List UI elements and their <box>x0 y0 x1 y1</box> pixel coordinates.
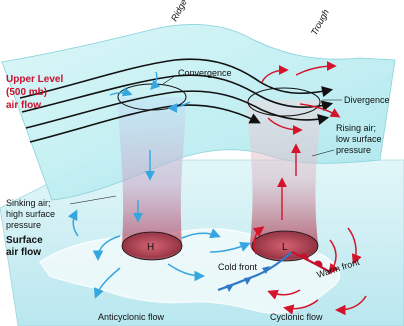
semicircle-icon <box>300 253 309 260</box>
cold-front <box>217 251 293 292</box>
rising-air-line2: low surface <box>336 134 382 144</box>
high-pressure-column <box>117 83 187 261</box>
rising-air-line1: Rising air; <box>336 123 376 133</box>
ridge-label: Ridge <box>169 0 189 23</box>
rising-air-line3: pressure <box>336 145 371 155</box>
surface-air-flow-line2: air flow <box>6 247 41 258</box>
leader-lines <box>69 75 342 205</box>
divergence-label: Divergence <box>344 95 390 105</box>
triangle-icon <box>244 277 252 285</box>
low-pressure-column <box>246 87 322 262</box>
vertical-motion-arrows <box>133 143 301 223</box>
semicircle-icon <box>314 260 323 267</box>
sinking-air-line2: high surface <box>6 209 55 219</box>
convergence-label: Convergence <box>178 68 232 78</box>
trough-label: Trough <box>309 8 331 37</box>
cyclonic-flow-label: Cyclonic flow <box>270 312 323 322</box>
cyclonic-arrows <box>252 226 367 316</box>
triangle-icon <box>262 266 270 274</box>
surface-air-flow-line1: Surface <box>6 235 43 246</box>
anticyclonic-flow-label: Anticyclonic flow <box>98 312 165 322</box>
sinking-air-line3: pressure <box>6 220 41 230</box>
sinking-air-line1: Sinking air; <box>6 198 51 208</box>
warm-front <box>291 251 331 273</box>
anticyclonic-arrows <box>67 209 251 299</box>
upper-divergence-arrows <box>261 61 341 135</box>
high-pressure-label: H <box>147 242 154 253</box>
upper-flow-arrows <box>19 58 334 143</box>
upper-level-label-line2: (500 mb) <box>6 87 47 98</box>
upper-level-label-line1: Upper Level <box>6 74 63 85</box>
upper-convergence-arrows <box>109 71 191 113</box>
low-pressure-label: L <box>282 242 288 253</box>
cold-front-label: Cold front <box>218 262 258 272</box>
upper-level-label-line3: air flow <box>6 100 41 111</box>
triangle-icon <box>226 284 234 292</box>
